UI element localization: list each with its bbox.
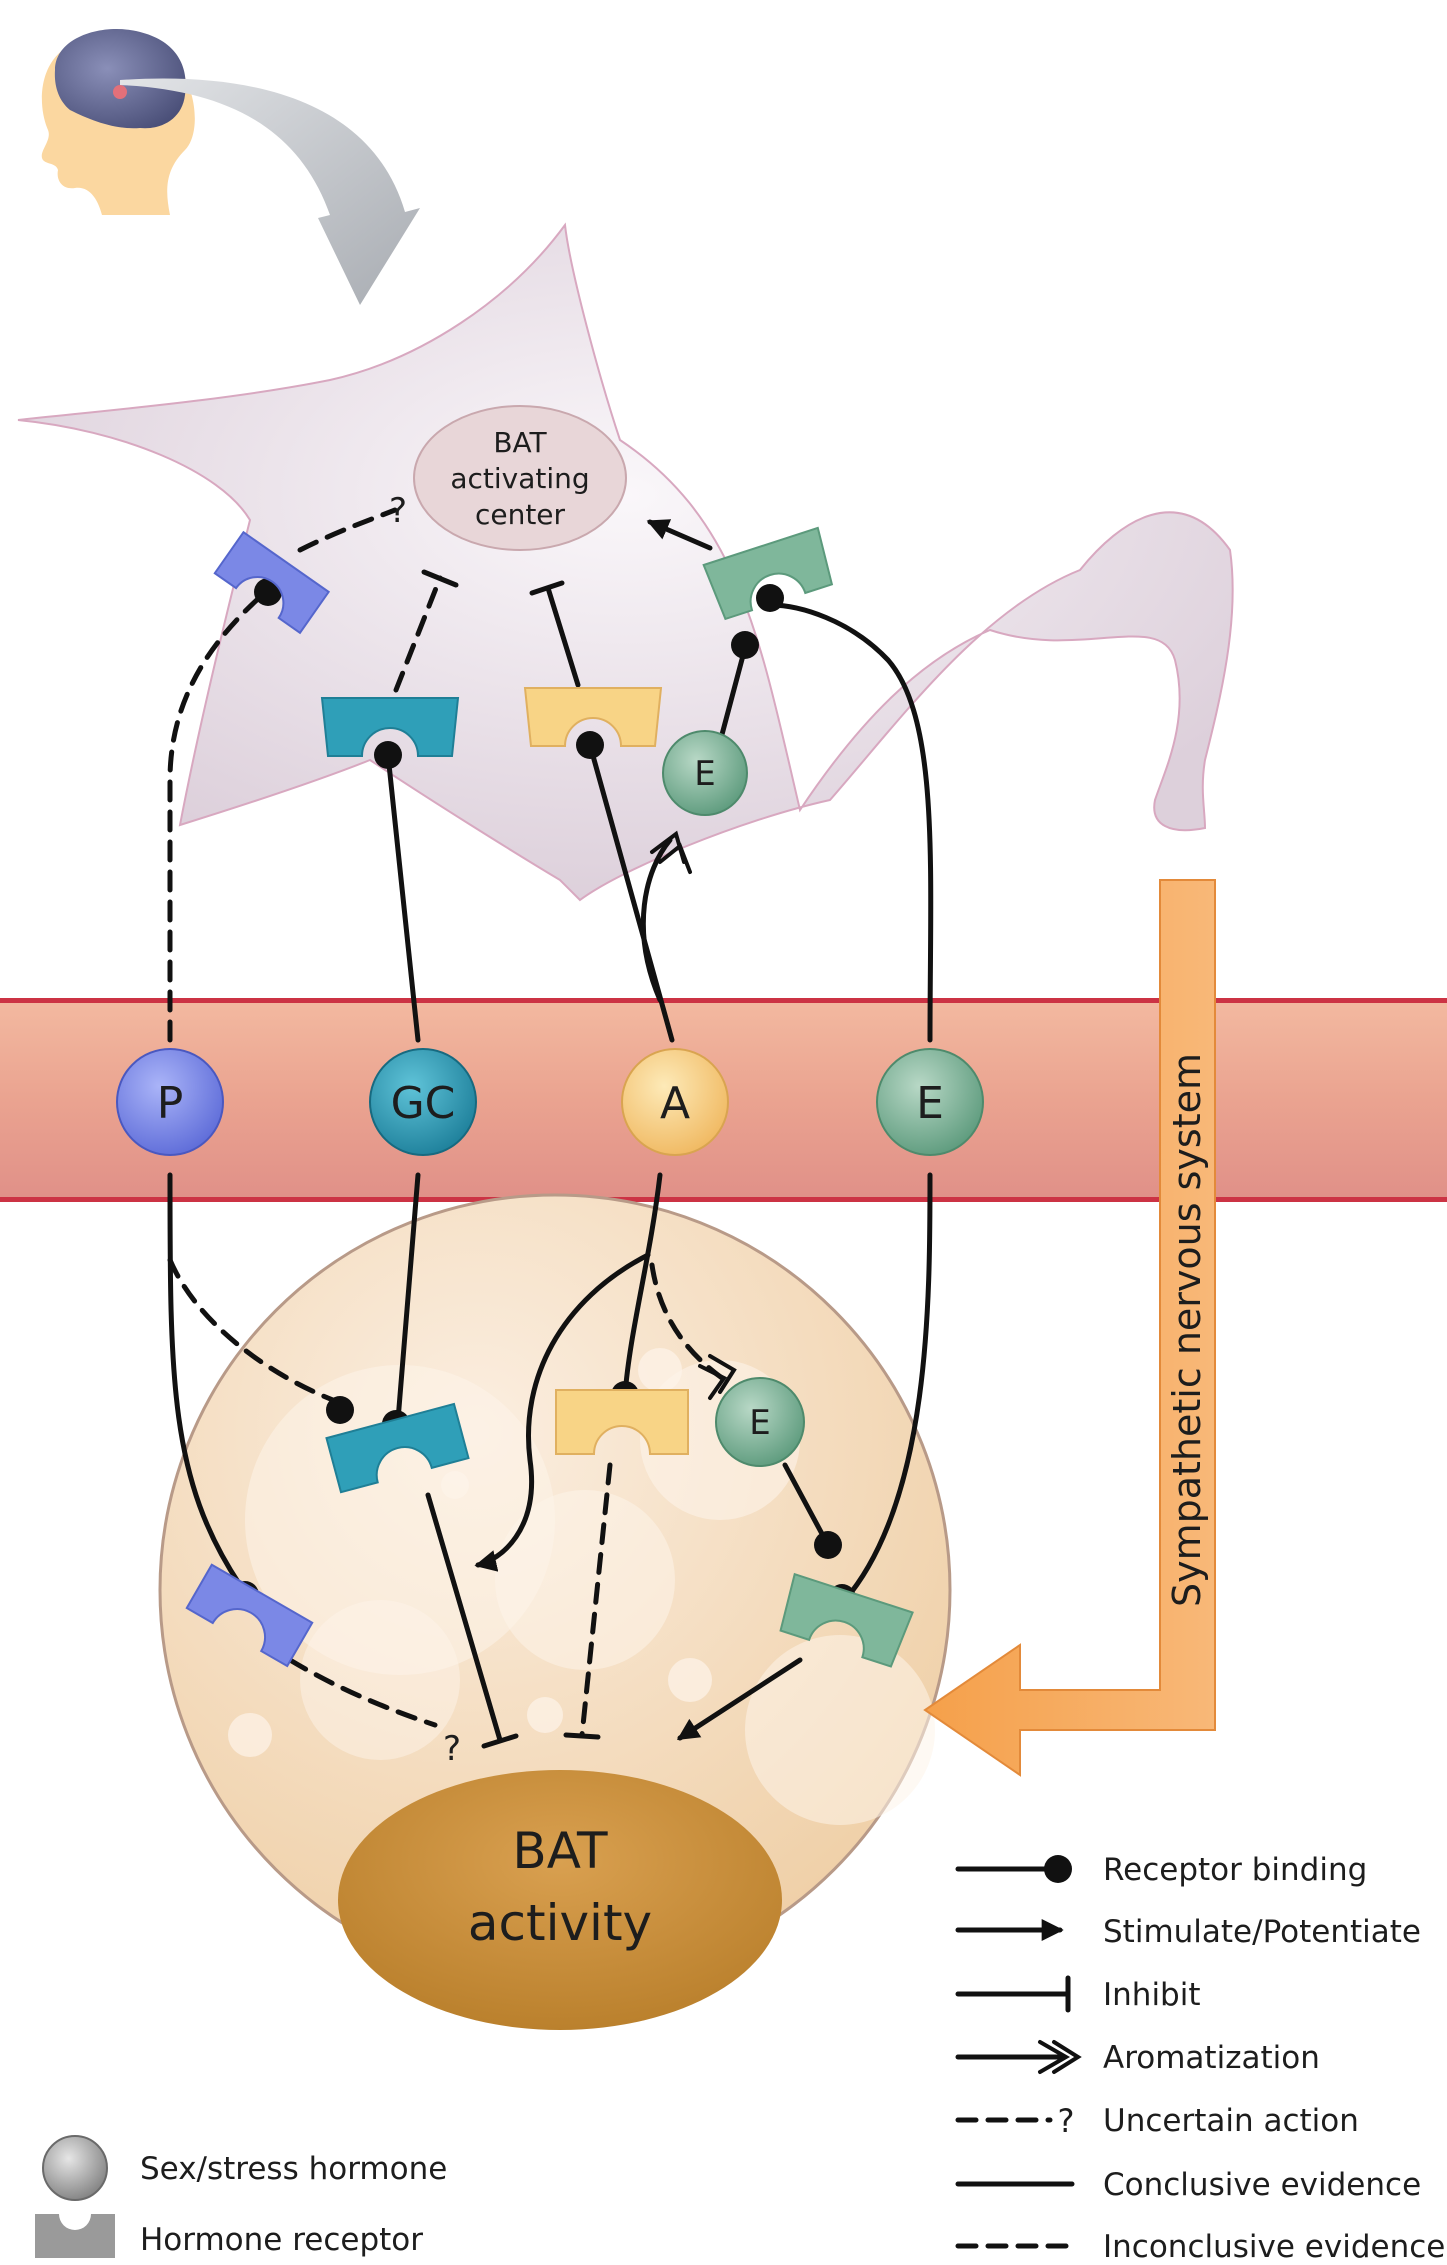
e-brain-binding-dot: [756, 584, 784, 612]
e-bat-stimulate-line: [676, 1657, 803, 1741]
legend-aromatization-head: [1038, 2040, 1082, 2074]
hypothalamus-dot: [113, 85, 127, 99]
legend: [955, 1866, 1082, 2249]
gc-to-brain-receptor-line: [385, 752, 421, 1043]
gc-to-bat-receptor-line: [395, 1172, 421, 1423]
gc-bat-receptor: [325, 1402, 470, 1494]
p-gc-bat-binding-dot: [326, 1396, 354, 1424]
a-brain-inhibit-line: [545, 585, 581, 688]
legend-inconclusive: Inconclusive evidence: [1103, 2229, 1445, 2261]
a-brain-aromatization-head: [650, 830, 692, 874]
a-brain-aromatization-line: [640, 837, 673, 1003]
e-bat-converted-label: E: [749, 1403, 770, 1443]
legend-uncertain-action: Uncertain action: [1103, 2103, 1359, 2139]
bat-activity-line1: BAT: [512, 1822, 608, 1880]
hormone-e-label: E: [916, 1078, 944, 1129]
bat-activity-nucleus: [338, 1770, 782, 2030]
legend-hormone-icon: [42, 2135, 108, 2201]
legend-receptor-binding: Receptor binding: [1103, 1852, 1367, 1888]
legend-sex-stress-hormone: Sex/stress hormone: [140, 2151, 447, 2187]
p-bat-receptor: [185, 1563, 314, 1668]
p-to-gc-bat-receptor-line: [167, 1257, 341, 1405]
a-bat-inhibit-line: [579, 1462, 613, 1738]
sns-arrow: [923, 879, 1216, 1777]
a-bat-receptor: [555, 1389, 689, 1455]
center-label-line2: activating: [450, 462, 589, 495]
legend-uncertain-mark: ?: [1058, 2102, 1075, 2140]
brain-to-neuron-arrow: [120, 78, 420, 305]
e-small-binding-dot: [731, 631, 759, 659]
hormone-a: [621, 1048, 729, 1156]
head-icon: [41, 29, 195, 216]
e-bat-small-to-receptor-line: [782, 1462, 831, 1548]
legend-receptor-icon: [35, 2214, 115, 2258]
legend-aromatization: Aromatization: [1103, 2040, 1320, 2076]
p-brain-uncertain-line: [297, 507, 398, 553]
e-brain-converted: [662, 730, 748, 816]
brain-uncertain-mark: ?: [389, 491, 407, 531]
e-bat-receptor: [779, 1572, 914, 1668]
e-to-brain-receptor-line: [767, 602, 934, 1043]
legend-binding-dot: [1044, 1855, 1072, 1883]
gc-brain-binding-dot: [374, 741, 402, 769]
a-bat-stimulate-line: [474, 1252, 651, 1572]
legend-conclusive: Conclusive evidence: [1103, 2167, 1421, 2203]
gc-brain-receptor: [320, 697, 460, 757]
hormone-e: [876, 1048, 984, 1156]
bat-uncertain-mark: ?: [443, 1729, 461, 1769]
center-label-line1: BAT: [493, 426, 547, 459]
brain-icon: [54, 29, 186, 129]
legend-inhibit: Inhibit: [1103, 1977, 1201, 2013]
gc-bat-inhibit-bar: [481, 1733, 519, 1749]
p-to-brain-receptor-line: [167, 587, 271, 1043]
e-bat-small-binding-dot: [814, 1531, 842, 1559]
e-bat-converted: [715, 1377, 805, 1467]
bat-activity-line2: activity: [468, 1894, 652, 1952]
p-bat-uncertain-line: [287, 1657, 438, 1728]
a-brain-binding-dot: [576, 731, 604, 759]
bat-activating-center: [413, 405, 627, 551]
sns-label: Sympathetic nervous system: [1165, 1053, 1209, 1607]
hormone-p-label: P: [157, 1078, 184, 1129]
hormone-a-label: A: [660, 1078, 690, 1129]
a-to-bat-receptor-line: [622, 1172, 663, 1398]
legend-hormone-receptor: Hormone receptor: [140, 2222, 423, 2258]
p-brain-receptor: [213, 530, 331, 635]
hormone-gc: [369, 1048, 477, 1156]
a-inhibit-bar: [529, 580, 565, 596]
e-small-to-receptor-line: [717, 645, 748, 745]
a-bat-inhibit-bar: [563, 1732, 601, 1740]
e-brain-converted-label: E: [694, 754, 715, 794]
p-to-bat-receptor-line: [167, 1172, 243, 1588]
gc-bat-inhibit-line: [425, 1492, 503, 1743]
gc-inhibit-bar: [421, 569, 459, 588]
hormone-p: [116, 1048, 224, 1156]
a-bat-aromatization-head: [698, 1354, 737, 1400]
e-to-bat-receptor-line: [842, 1172, 933, 1603]
e-brain-stimulate-line: [646, 519, 713, 551]
neuron-cell: [17, 222, 1234, 902]
a-brain-receptor: [523, 687, 663, 747]
legend-stimulate: Stimulate/Potentiate: [1103, 1914, 1421, 1950]
gc-brain-inhibit-line: [393, 575, 443, 693]
center-label-line3: center: [475, 498, 566, 531]
e-brain-receptor: [702, 526, 834, 621]
hormone-gc-label: GC: [391, 1078, 456, 1129]
